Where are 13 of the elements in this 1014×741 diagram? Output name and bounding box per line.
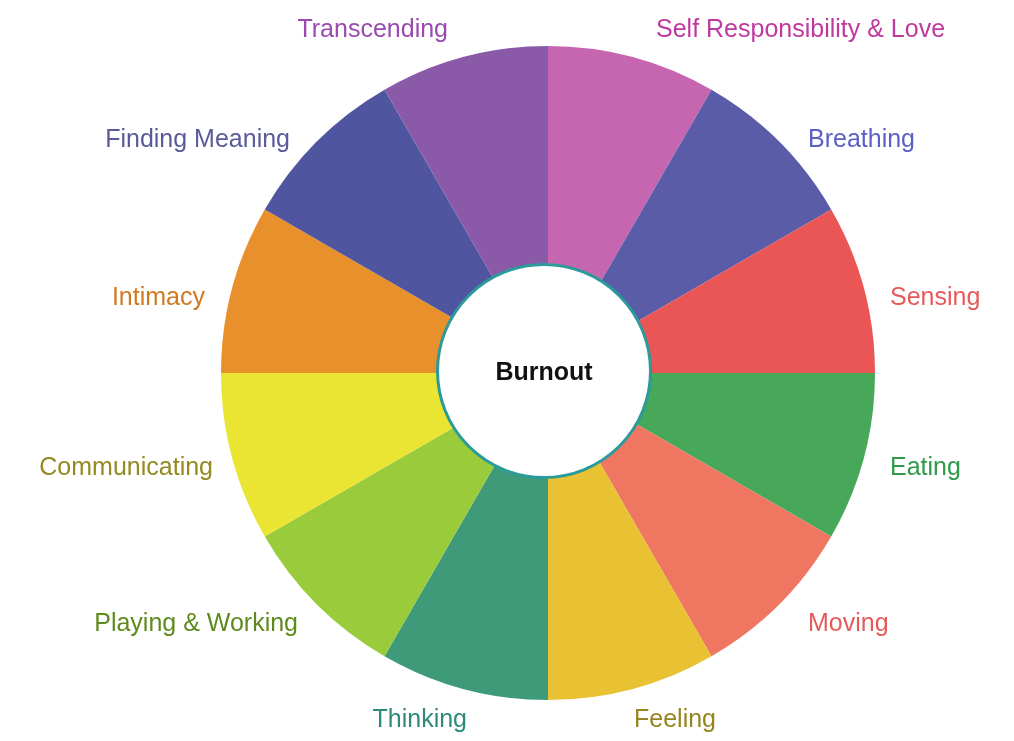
segment-label: Intimacy [111, 281, 205, 311]
segment-label: Finding Meaning [105, 123, 290, 153]
segment-label: Playing & Working [94, 607, 298, 637]
segment-label: Self Responsibility & Love [656, 13, 946, 43]
segment-label: Thinking [372, 703, 467, 733]
segment-label: Moving [808, 607, 889, 637]
segment-label: Communicating [39, 451, 213, 481]
segment-label: Sensing [890, 281, 981, 311]
center-label: Burnout [495, 356, 593, 386]
segment-label: Feeling [634, 703, 716, 733]
segment-label: Transcending [297, 13, 448, 43]
segment-label: Eating [890, 451, 961, 481]
segment-label: Breathing [808, 123, 916, 153]
